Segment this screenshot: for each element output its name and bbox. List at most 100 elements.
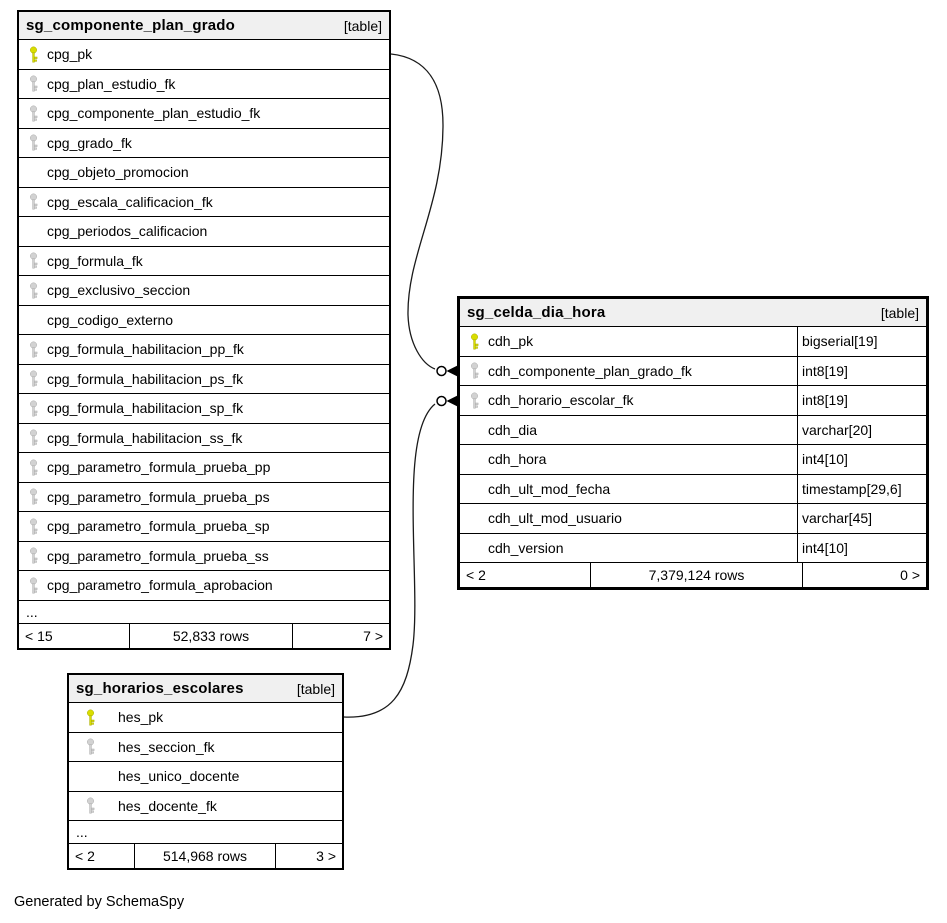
table-row: cpg_formula_habilitacion_pp_fk xyxy=(19,335,389,365)
column-name: cpg_formula_habilitacion_sp_fk xyxy=(47,400,244,417)
column-name: cdh_version xyxy=(488,539,564,556)
table-footer: < 2 7,379,124 rows 0 > xyxy=(460,563,926,587)
foreign-key-icon xyxy=(467,362,481,379)
column-type: int4[10] xyxy=(797,445,926,474)
column-name: cdh_componente_plan_grado_fk xyxy=(488,362,692,379)
table-type-badge: [table] xyxy=(296,680,335,697)
table-sg_celda_dia_hora[interactable]: sg_celda_dia_hora [table] cdh_pk bigseria… xyxy=(457,296,929,590)
table-row: cdh_version int4[10] xyxy=(460,533,926,563)
column-name: cdh_pk xyxy=(488,333,534,350)
table-row: cdh_horario_escolar_fk int8[19] xyxy=(460,386,926,416)
table-type-badge: [table] xyxy=(880,304,919,321)
column-type: varchar[20] xyxy=(797,415,926,444)
foreign-key-icon xyxy=(26,429,40,446)
column-type: bigserial[19] xyxy=(797,327,926,356)
foreign-key-icon xyxy=(26,547,40,564)
table-header: sg_componente_plan_grado [table] xyxy=(19,12,389,40)
table-row: cpg_periodos_calificacion xyxy=(19,217,389,247)
column-name: cdh_hora xyxy=(488,451,547,468)
primary-key-icon xyxy=(26,46,40,63)
foreign-key-icon xyxy=(26,105,40,122)
table-row: cpg_parametro_formula_prueba_sp xyxy=(19,512,389,542)
column-type: timestamp[29,6] xyxy=(797,474,926,503)
table-name: sg_horarios_escolares xyxy=(76,680,244,697)
table-row: cpg_escala_calificacion_fk xyxy=(19,188,389,217)
table-sg_componente_plan_grado[interactable]: sg_componente_plan_grado [table] cpg_pk … xyxy=(17,10,391,650)
table-sg_horarios_escolares[interactable]: sg_horarios_escolares [table] hes_pk hes… xyxy=(67,673,344,870)
table-footer: < 2 514,968 rows 3 > xyxy=(69,844,342,868)
column-name: cpg_formula_habilitacion_ss_fk xyxy=(47,429,243,446)
table-row: cpg_formula_fk xyxy=(19,247,389,276)
column-name: cpg_formula_habilitacion_ps_fk xyxy=(47,370,244,387)
column-name: hes_unico_docente xyxy=(118,768,240,785)
footer-parents-count: 3 > xyxy=(316,848,336,864)
generated-by-note: Generated by SchemaSpy xyxy=(14,894,185,910)
footer-row-count: 52,833 rows xyxy=(129,623,293,648)
table-row: cpg_parametro_formula_prueba_ps xyxy=(19,483,389,512)
column-type: int8[19] xyxy=(797,386,926,415)
table-row: cpg_objeto_promocion xyxy=(19,158,389,188)
footer-children-count: < 15 xyxy=(25,627,53,644)
table-row: cpg_formula_habilitacion_ss_fk xyxy=(19,424,389,453)
table-row: cpg_formula_habilitacion_ps_fk xyxy=(19,365,389,394)
primary-key-icon xyxy=(82,709,98,726)
table-row: cpg_componente_plan_estudio_fk xyxy=(19,99,389,129)
table-row: cdh_pk bigserial[19] xyxy=(460,327,926,357)
footer-parents-count: 7 > xyxy=(363,627,383,644)
column-name: cpg_plan_estudio_fk xyxy=(47,75,176,92)
table-row: hes_seccion_fk xyxy=(69,733,342,762)
column-type: int4[10] xyxy=(797,533,926,562)
hidden-columns-ellipsis: ... xyxy=(19,601,389,624)
column-name: cpg_parametro_formula_prueba_ps xyxy=(47,488,270,505)
foreign-key-icon xyxy=(82,797,98,814)
column-name: hes_docente_fk xyxy=(118,797,217,814)
table-row: hes_unico_docente xyxy=(69,762,342,792)
table-header: sg_horarios_escolares [table] xyxy=(69,675,342,703)
column-name: hes_pk xyxy=(118,709,164,726)
column-name: hes_seccion_fk xyxy=(118,738,215,755)
column-type: varchar[45] xyxy=(797,504,926,533)
foreign-key-icon xyxy=(26,577,40,594)
table-row: cpg_formula_habilitacion_sp_fk xyxy=(19,394,389,424)
primary-key-icon xyxy=(467,333,481,350)
column-name: cpg_codigo_externo xyxy=(47,311,174,328)
table-row: cdh_hora int4[10] xyxy=(460,445,926,475)
fk-endpoint-circle xyxy=(436,395,447,407)
hidden-columns-ellipsis: ... xyxy=(69,821,342,844)
footer-row-count: 7,379,124 rows xyxy=(590,563,803,587)
column-name: cpg_parametro_formula_prueba_ss xyxy=(47,547,269,564)
column-name: cpg_formula_fk xyxy=(47,252,143,269)
footer-row-count: 514,968 rows xyxy=(134,844,276,868)
table-row: cpg_parametro_formula_prueba_ss xyxy=(19,542,389,571)
footer-children-count: < 2 xyxy=(466,567,486,583)
table-name: sg_celda_dia_hora xyxy=(467,304,606,321)
table-row: cdh_dia varchar[20] xyxy=(460,415,926,445)
column-name: cpg_periodos_calificacion xyxy=(47,223,208,240)
table-row: cdh_ult_mod_usuario varchar[45] xyxy=(460,504,926,534)
table-row: cpg_pk xyxy=(19,40,389,70)
foreign-key-icon xyxy=(26,370,40,387)
column-name: cpg_parametro_formula_aprobacion xyxy=(47,577,273,594)
column-name: cdh_ult_mod_usuario xyxy=(488,510,622,527)
foreign-key-icon xyxy=(26,400,40,417)
foreign-key-icon xyxy=(26,341,40,358)
table-row: cdh_ult_mod_fecha timestamp[29,6] xyxy=(460,474,926,504)
column-name: cpg_pk xyxy=(47,46,93,63)
footer-children-count: < 2 xyxy=(75,848,95,864)
foreign-key-icon xyxy=(26,518,40,535)
foreign-key-icon xyxy=(26,252,40,269)
column-name: cdh_horario_escolar_fk xyxy=(488,392,634,409)
column-name: cpg_componente_plan_estudio_fk xyxy=(47,105,261,122)
foreign-key-icon xyxy=(26,488,40,505)
table-row: cpg_parametro_formula_aprobacion xyxy=(19,571,389,601)
table-row: cpg_parametro_formula_prueba_pp xyxy=(19,453,389,483)
column-name: cdh_dia xyxy=(488,421,538,438)
fk-endpoint-circle xyxy=(436,365,447,377)
table-row: cpg_grado_fk xyxy=(19,129,389,158)
table-name: sg_componente_plan_grado xyxy=(26,17,236,34)
table-row: cpg_plan_estudio_fk xyxy=(19,70,389,99)
column-name: cdh_ult_mod_fecha xyxy=(488,480,611,497)
foreign-key-icon xyxy=(26,134,40,151)
column-name: cpg_formula_habilitacion_pp_fk xyxy=(47,341,244,358)
